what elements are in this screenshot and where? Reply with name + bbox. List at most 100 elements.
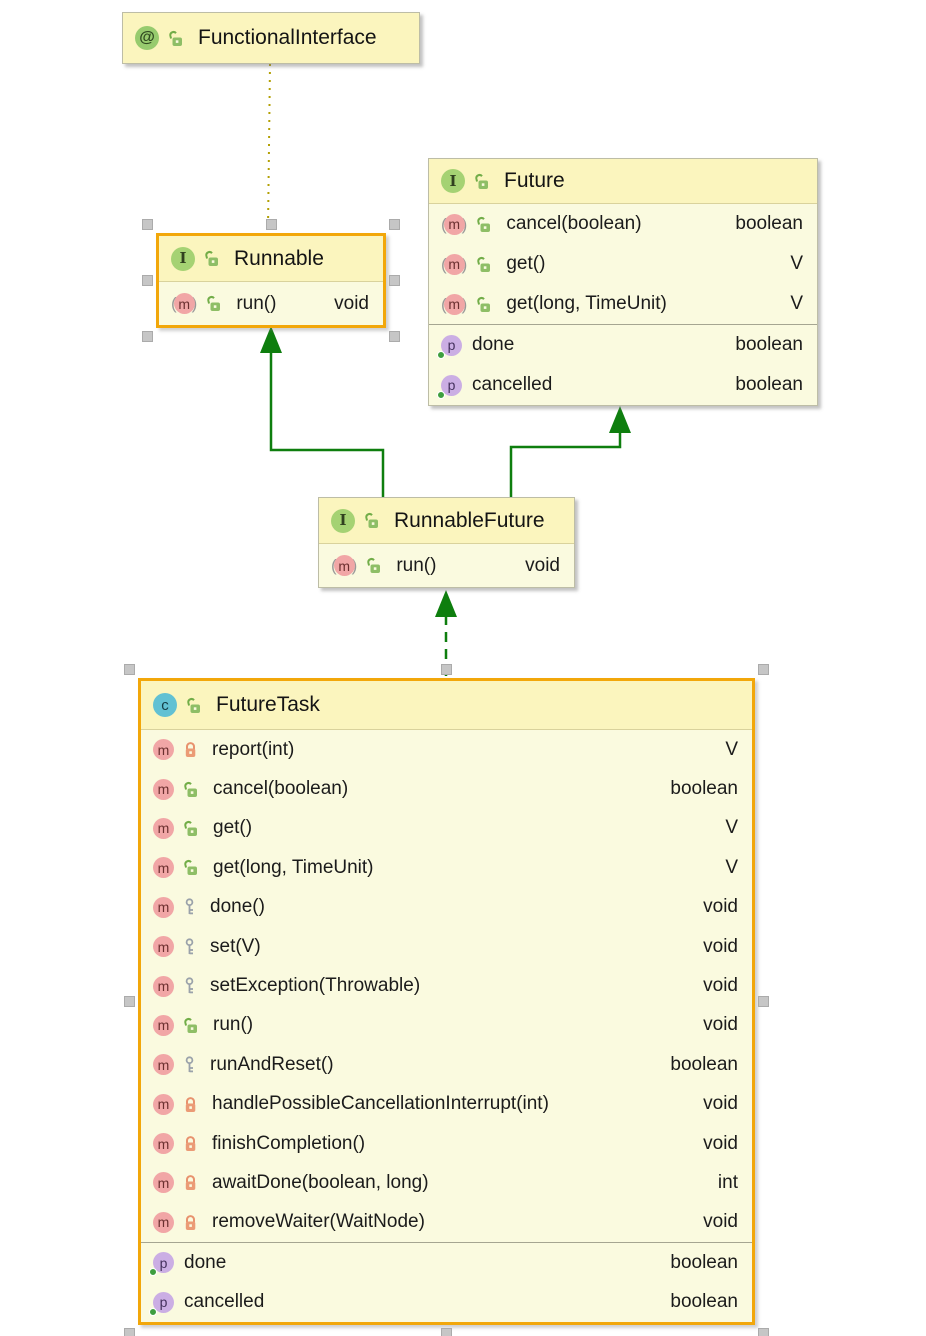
abstract-method-icon: (m) [441, 253, 467, 275]
selection-handle-ml[interactable] [124, 996, 135, 1008]
method-return-type: void [703, 1093, 738, 1115]
method-row[interactable]: (m)cancel(boolean)boolean [429, 204, 817, 244]
method-icon: m [153, 739, 174, 761]
method-name: run() [236, 292, 277, 314]
private-closed-lock-icon [183, 741, 198, 758]
method-return-type: void [525, 554, 560, 576]
method-row[interactable]: (m)run()void [159, 282, 383, 325]
method-icon: m [153, 1172, 174, 1194]
property-name: done [184, 1251, 227, 1273]
selection-handle-tl[interactable] [142, 219, 153, 230]
class-box-runnable[interactable]: I Runnable (m)run()void [156, 233, 386, 328]
class-box-functionalinterface[interactable]: @FunctionalInterface [122, 12, 420, 64]
arrowhead-to-future [609, 406, 631, 433]
class-title: RunnableFuture [394, 508, 545, 532]
public-open-lock-icon [476, 216, 492, 233]
interface-icon: I [171, 246, 195, 271]
class-box-runnablefuture[interactable]: I RunnableFuture (m)run()void [318, 497, 575, 588]
method-return-type: int [717, 1171, 738, 1193]
method-icon: m [153, 1054, 174, 1076]
method-name: get() [506, 253, 546, 274]
class-title: Runnable [234, 246, 324, 270]
method-icon: m [153, 778, 174, 800]
selection-handle-tr[interactable] [758, 664, 769, 675]
property-icon: p [149, 1291, 174, 1316]
method-name: report(int) [212, 738, 295, 760]
selection-handle-mr[interactable] [758, 996, 769, 1008]
selection-handle-mr[interactable] [389, 275, 400, 286]
property-name: done [472, 334, 515, 356]
method-name: run() [213, 1014, 254, 1036]
method-return-type: void [703, 1014, 738, 1036]
method-return-type: V [725, 856, 738, 878]
selection-handle-tm[interactable] [265, 219, 277, 230]
method-icon: m [443, 293, 465, 315]
selection-handle-tl[interactable] [124, 664, 135, 675]
selection-handle-bl[interactable] [142, 331, 153, 342]
selection-handle-bm[interactable] [441, 1328, 452, 1336]
class-header[interactable]: I RunnableFuture [319, 498, 574, 544]
abstract-method-icon: (m) [331, 555, 357, 576]
method-icon: m [153, 857, 174, 879]
selection-handle-tm[interactable] [441, 664, 452, 675]
properties-separator [429, 324, 817, 325]
method-icon: m [153, 1211, 174, 1233]
property-name: cancelled [184, 1291, 265, 1313]
public-open-lock-icon [168, 30, 184, 47]
edge-runnablefuture-extends-runnable[interactable] [269, 350, 385, 497]
private-closed-lock-icon [183, 1135, 198, 1152]
method-row[interactable]: (m)get(long, TimeUnit)V [429, 284, 817, 324]
method-return-type: boolean [735, 213, 803, 234]
selection-handle-br[interactable] [758, 1328, 769, 1336]
class-header[interactable]: @FunctionalInterface [123, 13, 419, 63]
method-return-type: void [703, 896, 738, 918]
public-open-lock-icon [476, 256, 492, 273]
public-open-lock-icon [183, 781, 199, 798]
selection-handle-ml[interactable] [142, 275, 153, 286]
edge-runnablefuture-extends-future[interactable] [509, 430, 622, 497]
method-row[interactable]: m run() void [141, 1006, 752, 1045]
protected-key-icon [183, 977, 196, 995]
method-icon: m [443, 253, 465, 275]
method-row[interactable]: (m)run()void [319, 544, 574, 587]
method-name: setException(Throwable) [210, 975, 421, 997]
selection-handle-tr[interactable] [389, 219, 400, 230]
method-row[interactable]: (m)get()V [429, 244, 817, 284]
private-closed-lock-icon [183, 1214, 198, 1231]
abstract-method-icon: (m) [441, 293, 467, 315]
selection-handle-br[interactable] [389, 331, 400, 342]
method-return-type: void [703, 935, 738, 957]
method-name: get(long, TimeUnit) [506, 293, 667, 314]
property-green-dot [149, 1307, 157, 1316]
class-header[interactable]: I Runnable [159, 236, 383, 282]
edge-runnable-annotated-functionalinterface[interactable] [267, 63, 271, 229]
method-icon: m [153, 1014, 174, 1036]
method-name: get() [213, 817, 253, 839]
selection-handle-bl[interactable] [124, 1328, 135, 1336]
method-name: runAndReset() [210, 1053, 334, 1075]
method-return-type: void [703, 1132, 738, 1154]
method-icon: m [153, 936, 174, 958]
interface-icon: I [331, 508, 355, 533]
